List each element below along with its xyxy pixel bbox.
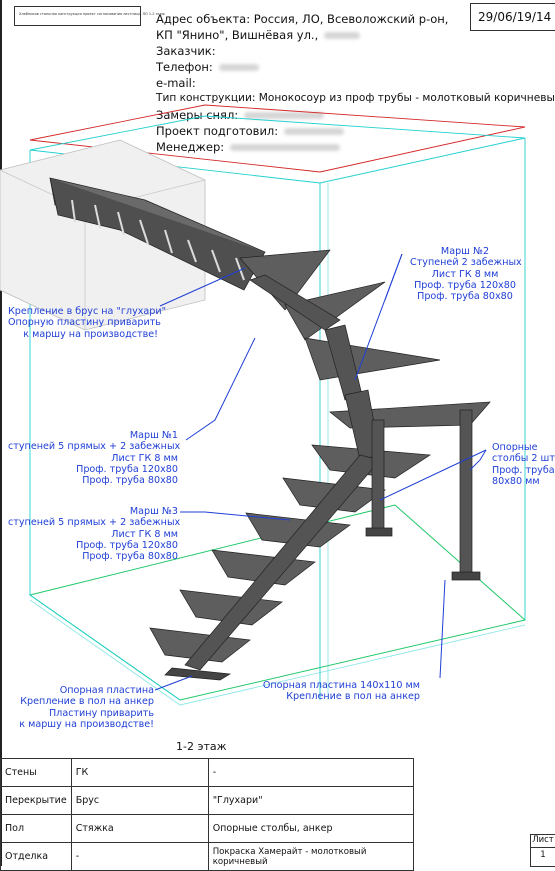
callout-text: Лист ГК 8 мм [111,452,178,464]
callout-text: к маршу на производстве! [19,718,154,730]
spec-material-cell: ГК [70,758,209,787]
callout-bottom-plate: Опорная пластина Крепление в пол на анке… [8,685,154,730]
table-row: Отделка - Покраска Хамерайт - молотковый… [0,842,414,871]
callout-text: к маршу на производстве! [23,328,158,340]
flight-3-treads [149,444,432,663]
spec-name-cell: Стены [0,758,72,787]
measurer-row: Замеры снял: [156,108,325,122]
sheet-number: 1 [531,847,555,860]
floor-label: 1-2 этаж [176,740,227,753]
callout-flight-3: Марш №3 ступеней 5 прямых + 2 забежных Л… [8,506,181,563]
table-row: Стены ГК - [0,758,414,787]
central-stringer [184,274,381,671]
callout-text: ступеней 5 прямых + 2 забежных [8,517,181,529]
title-stamp-text: Хлебников стальная конструкция проект со… [19,12,165,16]
ceiling-opening-outline [29,104,526,173]
annotation-leaders [154,253,487,691]
callout-title: Марш №3 [129,506,178,517]
customer-label: Заказчик: [156,44,216,58]
callout-text: Лист ГК 8 мм [111,528,178,540]
callout-flight-1: Марш №1 ступеней 5 прямых + 2 забежных Л… [8,430,181,487]
spec-material-cell: - [70,842,209,871]
callout-text: Проф. труба [492,464,555,476]
spec-note-cell: Опорные столбы, анкер [207,814,414,843]
callout-title: Марш №2 [440,246,490,257]
callout-text: Крепление в пол на анкер [20,696,154,708]
callout-text: столбы 2 шт [492,453,555,465]
email-label: e-mail: [156,76,196,90]
callout-text: ступеней 5 прямых + 2 забежных [8,441,181,453]
redacted-value [284,128,345,135]
callout-text: Проф. труба 120х80 [76,463,178,475]
redacted-value [244,112,325,119]
callout-text: Проф. труба 80х80 [417,291,513,303]
callout-text: 80х80 мм [492,475,540,487]
spec-material-cell: Брус [70,786,209,815]
callout-text: Опорная пластина 140х110 мм [262,680,420,691]
date-box [470,3,555,31]
address-line-1: Адрес объекта: Россия, ЛО, Всеволожский … [156,12,449,26]
table-row: Пол Стяжка Опорные столбы, анкер [0,814,414,843]
construction-type: Тип конструкции: Монокосоур из проф труб… [156,92,555,104]
callout-text: Проф. труба 80х80 [82,551,178,563]
spec-note-cell: Покраска Хамерайт - молотковый коричневы… [207,842,414,871]
designer-row: Проект подготовил: [156,124,345,138]
callout-title: Марш №1 [129,430,178,441]
flight-1-winders [239,249,386,341]
callout-text: Опорные [492,442,538,453]
redacted-value [230,144,341,151]
callout-flight-2: Марш №2 Ступеней 2 забежных Лист ГК 8 мм… [410,246,522,303]
sheet-border [0,0,2,866]
support-posts [365,409,481,581]
callout-text: Ступеней 2 забежных [410,257,522,269]
callout-text: Крепление в брус на "глухари" [8,306,167,317]
callout-support-posts: Опорные столбы 2 шт Проф. труба 80х80 мм [492,442,555,487]
table-row: Перекрытие Брус "Глухари" [0,786,414,815]
spec-note-cell: "Глухари" [207,786,414,815]
title-stamp-box [14,6,141,26]
callout-text: Проф. труба 120х80 [76,539,178,551]
callout-text: Крепление в пол на анкер [286,691,420,703]
callout-post-plate: Опорная пластина 140х110 мм Крепление в … [262,680,420,703]
callout-text: Опорная пластина [59,685,154,696]
flight-1-upper [49,177,266,291]
spec-material-cell: Стяжка [70,814,209,843]
sheet-label: Лист [532,835,554,845]
redacted-value [324,32,361,39]
phone-row: Телефон: [156,60,259,74]
callout-text: Лист ГК 8 мм [431,268,499,280]
spec-table: Стены ГК - Перекрытие Брус "Глухари" Пол… [0,758,414,871]
manager-row: Менеджер: [156,140,341,154]
callout-text: Проф. труба 120х80 [414,279,516,291]
date-label: 29/06/19/14 [478,10,552,24]
address-line-2: КП "Янино", Вишнёвая ул., [156,28,361,42]
callout-text: Проф. труба 80х80 [82,475,178,487]
spec-name-cell: Пол [0,814,72,843]
spec-name-cell: Отделка [0,842,72,871]
callout-text: Опорную пластину приварить [8,317,161,329]
sheet-number-box: Лист 1 [530,834,555,867]
redacted-value [218,64,259,71]
callout-text: Пластину приварить [48,707,154,719]
bottom-plate [164,667,232,681]
spec-note-cell: - [207,758,414,787]
callout-beam-mount: Крепление в брус на "глухари" Опорную пл… [8,306,167,340]
spec-name-cell: Перекрытие [0,786,72,815]
